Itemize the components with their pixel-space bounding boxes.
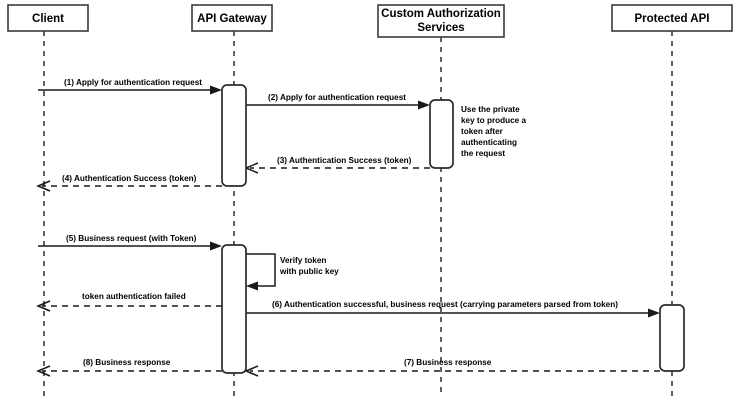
activation-gateway-auth[interactable] [221, 84, 247, 187]
activation-auth-service[interactable] [429, 99, 454, 169]
note-private-key: Use the private key to produce a token a… [461, 105, 527, 158]
participant-protected-api-label: Protected API [635, 13, 710, 25]
message-2[interactable]: (2) Apply for authentication request [246, 93, 430, 110]
message-6[interactable]: (6) Authentication successful, business … [246, 300, 660, 318]
activation-protected-api[interactable] [659, 304, 685, 372]
note-private-key-line-5: the request [461, 149, 505, 158]
self-call-verify-token-label-line2: with public key [279, 267, 339, 276]
participant-protected-api[interactable]: Protected API [611, 4, 733, 32]
self-call-verify-token-path [246, 253, 276, 287]
participants-layer: Client API Gateway Custom Authorization … [7, 4, 733, 38]
message-8-label: (8) Business response [83, 358, 171, 367]
note-private-key-line-4: authenticating [461, 138, 517, 147]
message-3-label: (3) Authentication Success (token) [277, 156, 412, 165]
participant-api-gateway-box [191, 4, 273, 32]
message-3[interactable]: (3) Authentication Success (token) [244, 156, 430, 174]
activation-gateway-business[interactable] [221, 244, 247, 374]
participant-custom-authorization-services[interactable]: Custom Authorization Services [377, 4, 505, 38]
message-token-authentication-failed[interactable]: token authentication failed [36, 292, 222, 312]
participant-protected-api-box [611, 4, 733, 32]
message-7[interactable]: (7) Business response [244, 358, 660, 377]
message-1-label: (1) Apply for authentication request [64, 78, 202, 87]
messages-layer: (1) Apply for authentication request (2)… [36, 78, 660, 377]
message-token-failed-label: token authentication failed [82, 292, 186, 301]
message-1[interactable]: (1) Apply for authentication request [38, 78, 222, 95]
message-5-label: (5) Business request (with Token) [66, 234, 197, 243]
message-6-arrowhead [648, 308, 660, 318]
message-4-arrowhead [36, 180, 51, 192]
self-call-verify-token[interactable]: Verify token with public key [246, 253, 339, 291]
message-7-label: (7) Business response [404, 358, 492, 367]
participant-custom-authorization-services-label-line2: Services [417, 22, 464, 34]
participant-api-gateway-label: API Gateway [197, 13, 267, 25]
participant-client-box [7, 4, 89, 32]
message-5[interactable]: (5) Business request (with Token) [38, 234, 222, 251]
participant-custom-authorization-services-box [377, 4, 505, 38]
message-8-arrowhead [36, 365, 51, 377]
note-private-key-line-2: key to produce a [461, 116, 527, 125]
self-call-verify-token-label-line1: Verify token [280, 256, 326, 265]
participant-custom-authorization-services-label-line1: Custom Authorization [381, 8, 501, 20]
participant-client-label: Client [32, 13, 64, 25]
message-4[interactable]: (4) Authentication Success (token) [36, 174, 222, 192]
message-2-label: (2) Apply for authentication request [268, 93, 406, 102]
self-call-verify-token-arrowhead [246, 281, 258, 291]
message-2-arrowhead [418, 100, 430, 110]
message-token-failed-arrowhead [36, 300, 51, 312]
message-5-arrowhead [210, 241, 222, 251]
note-private-key-line-3: token after [461, 127, 504, 136]
activations-layer [221, 84, 685, 374]
message-8[interactable]: (8) Business response [36, 358, 222, 377]
message-6-label: (6) Authentication successful, business … [272, 300, 618, 309]
message-4-label: (4) Authentication Success (token) [62, 174, 197, 183]
message-1-arrowhead [210, 85, 222, 95]
note-private-key-line-1: Use the private [461, 105, 520, 114]
participant-api-gateway[interactable]: API Gateway [191, 4, 273, 32]
participant-client[interactable]: Client [7, 4, 89, 32]
